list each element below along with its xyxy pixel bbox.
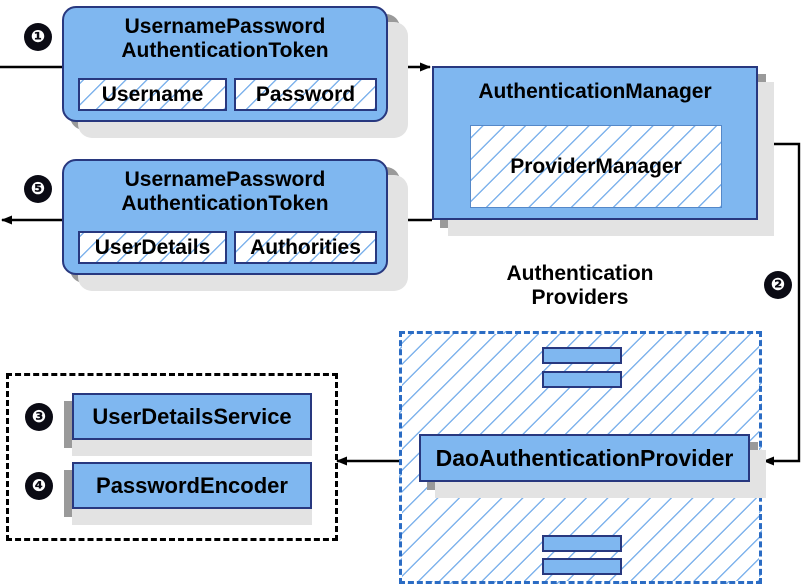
request-token-username-field: Username: [78, 78, 227, 111]
dao-authentication-provider-box: DaoAuthenticationProvider: [419, 434, 750, 482]
user-details-service-box: UserDetailsService: [72, 393, 312, 440]
provider-manager-box: ProviderManager: [470, 125, 722, 208]
authentication-providers-label: Authentication Providers: [455, 262, 705, 309]
collapsed-provider-bar-bottom-1: [542, 535, 622, 552]
authentication-providers-label-line1: Authentication: [506, 262, 654, 285]
provider-manager-label: ProviderManager: [510, 154, 682, 178]
collapsed-provider-bar-top-2: [542, 371, 622, 388]
password-encoder-box: PasswordEncoder: [72, 462, 312, 509]
response-token-authorities-field: Authorities: [234, 231, 377, 264]
response-token-userdetails-label: UserDetails: [94, 235, 211, 259]
response-token-title-line1: UsernamePassword: [124, 168, 326, 191]
response-token-userdetails-field: UserDetails: [78, 231, 227, 264]
response-token-title-line2: AuthenticationToken: [121, 191, 329, 215]
response-token-authorities-label: Authorities: [250, 235, 361, 259]
collapsed-provider-bar-bottom-2: [542, 558, 622, 575]
user-details-service-label: UserDetailsService: [92, 403, 292, 429]
password-encoder-label: PasswordEncoder: [96, 472, 288, 498]
authentication-providers-label-line2: Providers: [531, 285, 629, 309]
badge-step-3: ❸: [26, 404, 52, 430]
authentication-manager-title: AuthenticationManager: [478, 80, 712, 103]
collapsed-provider-bar-top-1: [542, 347, 622, 364]
badge-step-2: ❷: [765, 272, 791, 298]
badge-step-1: ❶: [25, 24, 51, 50]
request-token-password-label: Password: [255, 82, 356, 106]
request-token-title-line2: AuthenticationToken: [121, 38, 329, 62]
request-token-title-line1: UsernamePassword: [124, 15, 326, 38]
badge-step-5: ❺: [25, 176, 51, 202]
badge-step-4: ❹: [26, 473, 52, 499]
request-token-username-label: Username: [101, 82, 204, 106]
dao-authentication-provider-label: DaoAuthenticationProvider: [435, 444, 734, 471]
request-token-title: UsernamePassword AuthenticationToken: [121, 8, 328, 63]
request-token-password-field: Password: [234, 78, 377, 111]
support-services-container: [6, 373, 338, 541]
response-token-title: UsernamePassword AuthenticationToken: [121, 161, 328, 216]
